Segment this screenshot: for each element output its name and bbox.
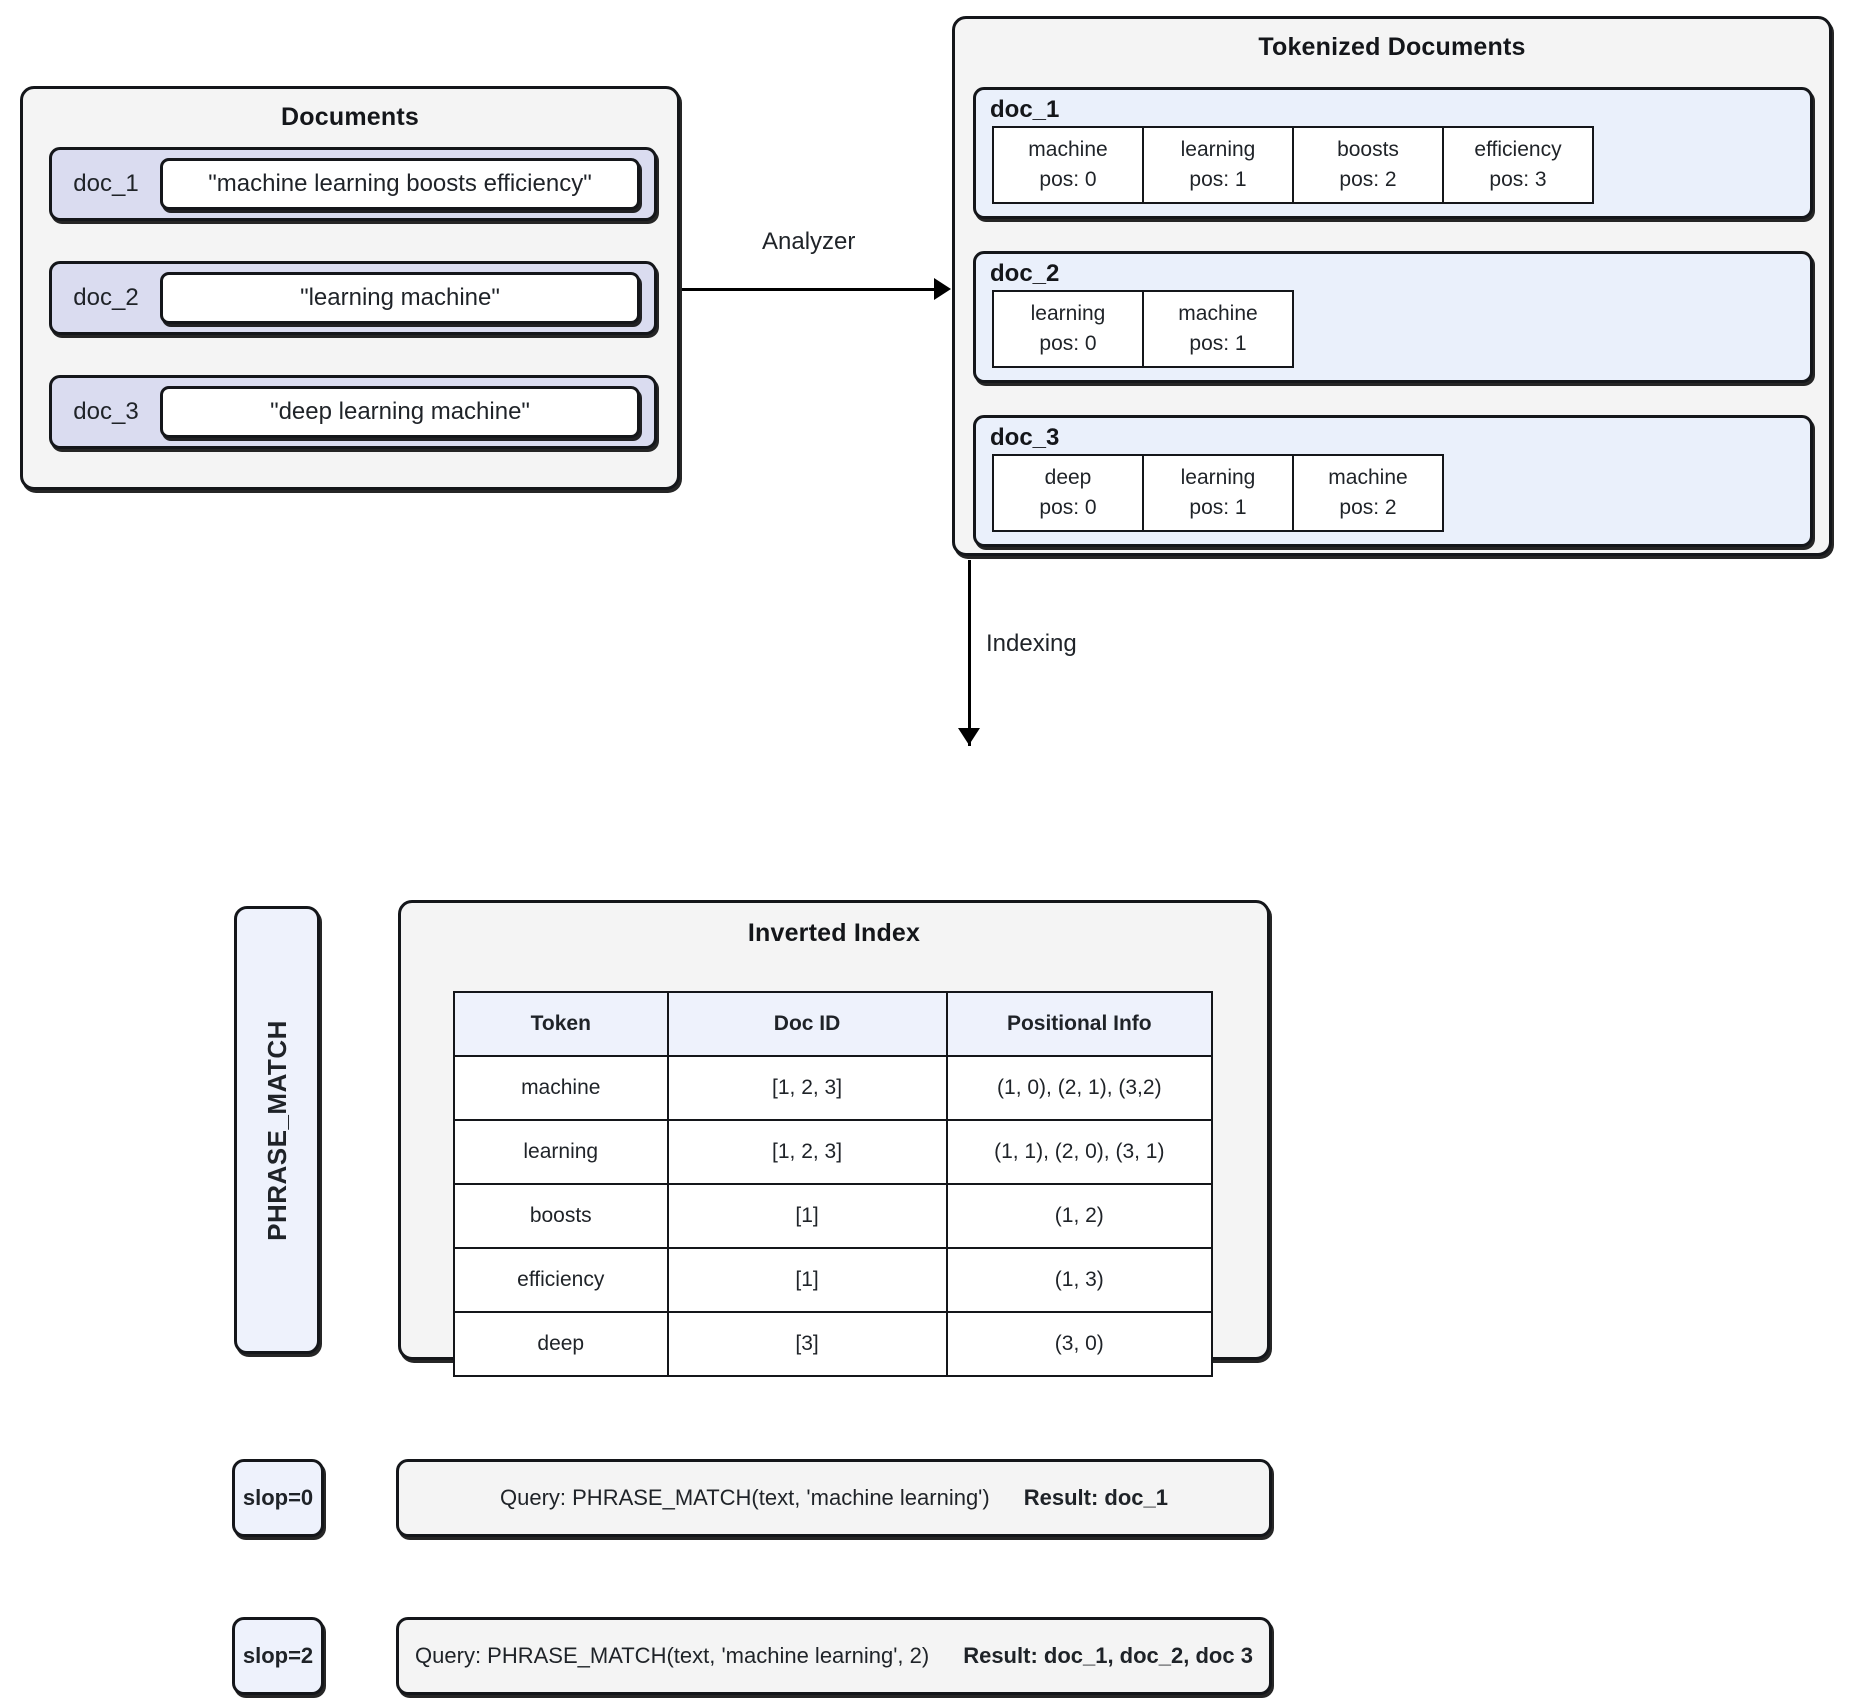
- token-cell: learning pos: 1: [1144, 128, 1294, 204]
- token-text: machine: [1328, 465, 1408, 489]
- cell-positional: (1, 2): [945, 1183, 1214, 1249]
- token-position: pos: 1: [1189, 332, 1247, 355]
- tokenized-doc-id-label: doc_3: [990, 424, 1060, 451]
- slop-tag-2[interactable]: slop=2: [232, 1617, 324, 1695]
- cell-positional: (3, 0): [945, 1311, 1214, 1377]
- token-cell: learning pos: 1: [1144, 456, 1294, 532]
- token-position: pos: 2: [1339, 168, 1397, 191]
- tokenized-doc-doc_1[interactable]: doc_1 machine pos: 0 learning pos: 1 boo…: [973, 87, 1813, 219]
- cell-doc-id: [3]: [666, 1311, 948, 1377]
- table-row[interactable]: learning [1, 2, 3] (1, 1), (2, 0), (3, 1…: [453, 1119, 1214, 1185]
- token-cell: boosts pos: 2: [1294, 128, 1444, 204]
- column-header-token: Token: [453, 991, 669, 1057]
- tokenized-doc-doc_3[interactable]: doc_3 deep pos: 0 learning pos: 1 machin…: [973, 415, 1813, 547]
- tokenized-documents-panel-title: Tokenized Documents: [1258, 33, 1526, 61]
- query-text: Query: PHRASE_MATCH(text, 'machine learn…: [415, 1643, 930, 1668]
- token-text: learning: [1180, 137, 1256, 161]
- document-id-label: doc_1: [73, 170, 139, 197]
- token-position: pos: 2: [1339, 496, 1397, 519]
- cell-token: learning: [453, 1119, 669, 1185]
- token-cell: machine pos: 0: [994, 128, 1144, 204]
- query-text: Query: PHRASE_MATCH(text, 'machine learn…: [500, 1485, 990, 1510]
- token-cell-row: deep pos: 0 learning pos: 1 machine pos:…: [992, 454, 1444, 532]
- token-position: pos: 1: [1189, 168, 1247, 191]
- token-text: machine: [1028, 137, 1108, 161]
- query-row-slop-0[interactable]: Query: PHRASE_MATCH(text, 'machine learn…: [396, 1459, 1272, 1537]
- table-row[interactable]: machine [1, 2, 3] (1, 0), (2, 1), (3,2): [453, 1055, 1214, 1121]
- table-row[interactable]: deep [3] (3, 0): [453, 1311, 1214, 1377]
- phrase-match-tag[interactable]: PHRASE_MATCH: [234, 906, 320, 1354]
- token-cell: deep pos: 0: [994, 456, 1144, 532]
- token-cell: efficiency pos: 3: [1444, 128, 1594, 204]
- cell-token: machine: [453, 1055, 669, 1121]
- cell-doc-id: [1]: [666, 1247, 948, 1313]
- token-cell-row: machine pos: 0 learning pos: 1 boosts po…: [992, 126, 1594, 204]
- table-row[interactable]: boosts [1] (1, 2): [453, 1183, 1214, 1249]
- token-cell: learning pos: 0: [994, 292, 1144, 368]
- tokenized-documents-panel: Tokenized Documents doc_1 machine pos: 0…: [952, 16, 1832, 556]
- document-text-box: "learning machine": [160, 272, 640, 324]
- inverted-index-panel: Inverted Index Token Doc ID Positional I…: [398, 900, 1270, 1377]
- token-text: deep: [1044, 465, 1092, 489]
- token-position: pos: 0: [1039, 496, 1097, 519]
- document-id-label: doc_2: [73, 284, 139, 311]
- token-position: pos: 3: [1489, 168, 1547, 191]
- indexing-arrow-line: [968, 560, 971, 746]
- analyzer-arrow-head-icon: [934, 278, 951, 300]
- token-text: boosts: [1337, 137, 1399, 161]
- cell-token: boosts: [453, 1183, 669, 1249]
- analyzer-arrow-label: Analyzer: [762, 228, 856, 255]
- token-cell: machine pos: 2: [1294, 456, 1444, 532]
- document-text-box: "deep learning machine": [160, 386, 640, 438]
- tokenized-doc-id-label: doc_1: [990, 96, 1060, 123]
- document-text-box: "machine learning boosts efficiency": [160, 158, 640, 210]
- documents-panel-title: Documents: [281, 103, 419, 131]
- inverted-index-panel-title: Inverted Index: [747, 919, 921, 947]
- query-row-slop-2[interactable]: Query: PHRASE_MATCH(text, 'machine learn…: [396, 1617, 1272, 1695]
- table-header-row: Token Doc ID Positional Info: [453, 991, 1214, 1057]
- cell-doc-id: [1, 2, 3]: [666, 1119, 948, 1185]
- token-cell-row: learning pos: 0 machine pos: 1: [992, 290, 1294, 368]
- cell-doc-id: [1]: [666, 1183, 948, 1249]
- token-cell: machine pos: 1: [1144, 292, 1294, 368]
- cell-token: efficiency: [453, 1247, 669, 1313]
- indexing-arrow-head-icon: [958, 728, 980, 745]
- tokenized-doc-doc_2[interactable]: doc_2 learning pos: 0 machine pos: 1: [973, 251, 1813, 383]
- document-row-doc_1[interactable]: doc_1 "machine learning boosts efficienc…: [49, 147, 657, 221]
- cell-positional: (1, 3): [945, 1247, 1214, 1313]
- token-text: machine: [1178, 301, 1258, 325]
- documents-panel: Documents doc_1 "machine learning boosts…: [20, 86, 680, 490]
- column-header-positional-info: Positional Info: [945, 991, 1214, 1057]
- token-text: learning: [1030, 301, 1106, 325]
- inverted-index-table: Token Doc ID Positional Info machine [1,…: [453, 991, 1214, 1377]
- analyzer-arrow-line: [682, 288, 936, 291]
- column-header-doc-id: Doc ID: [666, 991, 948, 1057]
- document-id-label: doc_3: [73, 398, 139, 425]
- token-position: pos: 0: [1039, 332, 1097, 355]
- document-row-doc_3[interactable]: doc_3 "deep learning machine": [49, 375, 657, 449]
- cell-doc-id: [1, 2, 3]: [666, 1055, 948, 1121]
- tokenized-doc-id-label: doc_2: [990, 260, 1060, 287]
- token-text: efficiency: [1474, 137, 1562, 161]
- cell-positional: (1, 0), (2, 1), (3,2): [945, 1055, 1214, 1121]
- token-position: pos: 0: [1039, 168, 1097, 191]
- token-position: pos: 1: [1189, 496, 1247, 519]
- document-row-doc_2[interactable]: doc_2 "learning machine": [49, 261, 657, 335]
- slop-tag-0[interactable]: slop=0: [232, 1459, 324, 1537]
- query-result: Result: doc_1: [1023, 1485, 1168, 1510]
- table-row[interactable]: efficiency [1] (1, 3): [453, 1247, 1214, 1313]
- phrase-match-label: PHRASE_MATCH: [261, 1019, 292, 1241]
- cell-positional: (1, 1), (2, 0), (3, 1): [945, 1119, 1214, 1185]
- query-result: Result: doc_1, doc_2, doc 3: [963, 1643, 1253, 1668]
- indexing-arrow-label: Indexing: [986, 630, 1077, 657]
- cell-token: deep: [453, 1311, 669, 1377]
- token-text: learning: [1180, 465, 1256, 489]
